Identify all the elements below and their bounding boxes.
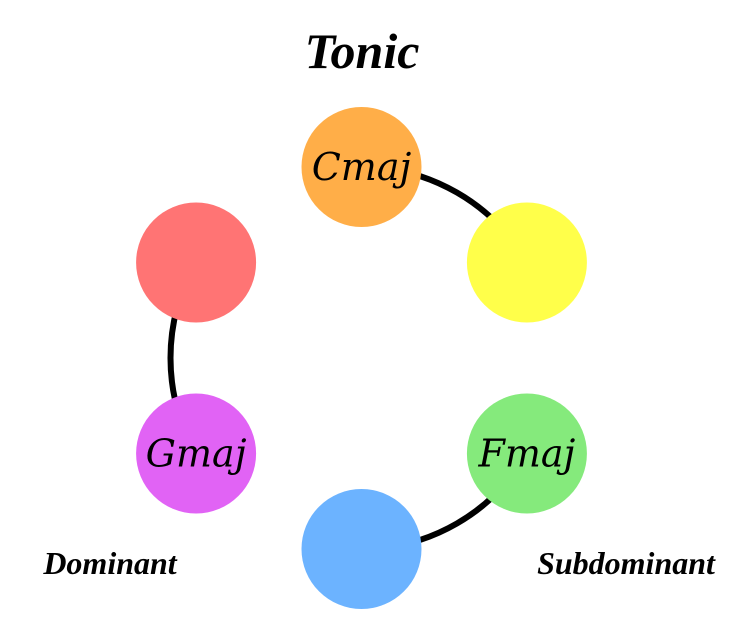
node-circle-top (301, 107, 422, 227)
node-circle-upper-right (466, 202, 587, 323)
node-circle-lower-left (136, 393, 257, 514)
dominant-label: Dominant (42, 545, 177, 581)
node-label-lower-left: Gmaj (146, 432, 247, 476)
node-label-top: Cmaj (312, 145, 412, 189)
node-upper-right (466, 202, 587, 323)
node-bottom (301, 489, 422, 609)
node-label-lower-right: Fmaj (477, 432, 575, 476)
node-circle-upper-left (136, 202, 257, 323)
subdominant-label: Subdominant (537, 545, 716, 581)
node-lower-right: Fmaj (466, 393, 587, 514)
diagram-title: Tonic (305, 23, 420, 79)
node-lower-left: Gmaj (136, 393, 257, 514)
node-upper-left (136, 202, 257, 323)
node-circle-bottom (301, 489, 422, 609)
node-top: Cmaj (301, 107, 422, 227)
node-circle-lower-right (466, 393, 587, 514)
